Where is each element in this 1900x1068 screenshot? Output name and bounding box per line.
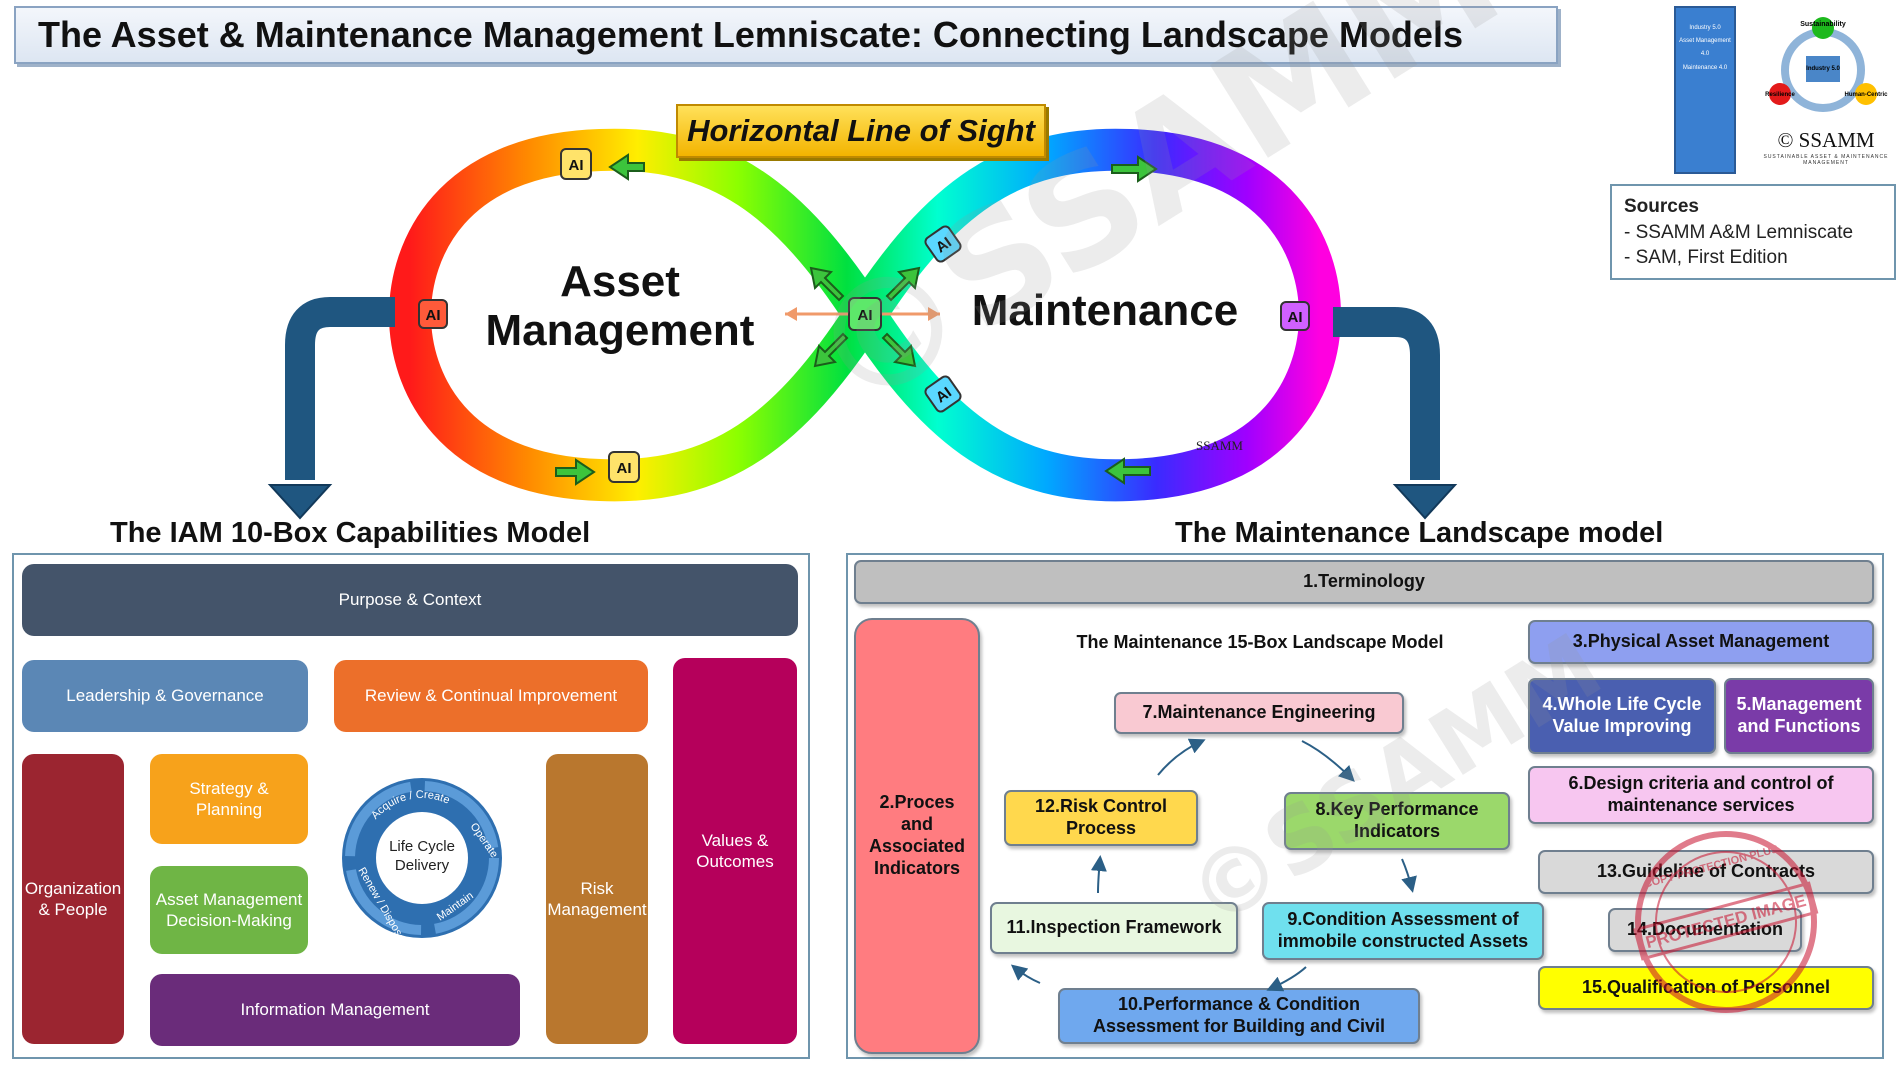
cycle-arrows <box>1010 738 1417 992</box>
lifecycle-ring: Acquire / Create Operate Maintain Renew … <box>342 778 502 944</box>
information-management-box: Information Management <box>150 974 520 1046</box>
box-5-management-functions: 5.Management and Functions <box>1724 678 1874 754</box>
box-4-whole-life-cycle: 4.Whole Life Cycle Value Improving <box>1528 678 1716 754</box>
box-10-performance-condition: 10.Performance & Condition Assessment fo… <box>1058 988 1420 1044</box>
risk-management-box: Risk Management <box>546 754 648 1044</box>
box-9-condition-assessment: 9.Condition Assessment of immobile const… <box>1262 902 1544 960</box>
flow-arrows <box>555 153 1158 486</box>
ai-chip-label: AI <box>1288 309 1303 326</box>
decision-making-box: Asset Management Decision-Making <box>150 866 308 954</box>
left-connector-arrow <box>285 297 395 480</box>
ai-chip-label: AI <box>858 307 873 324</box>
line-of-sight-label: Horizontal Line of Sight <box>676 104 1046 158</box>
ai-chip-icons: AI AI AI AI AI AI AI <box>418 148 1310 483</box>
review-improvement-box: Review & Continual Improvement <box>334 660 648 732</box>
ai-chip-label: AI <box>426 307 441 324</box>
ssamm-logo-tagline: SUSTAINABLE ASSET & MAINTENANCE MANAGEME… <box>1763 154 1889 166</box>
right-connector-arrow <box>1333 307 1440 480</box>
book-cover-image: Industry 5.0 Asset Management 4.0 Mainte… <box>1674 6 1736 174</box>
box-12-risk-control: 12.Risk Control Process <box>1004 790 1198 846</box>
box-11-inspection-framework: 11.Inspection Framework <box>990 902 1238 954</box>
strategy-planning-box: Strategy & Planning <box>150 754 308 844</box>
ai-chip-icon-right: AI <box>1280 301 1310 331</box>
band-logo-text: SSAMM <box>1196 438 1243 453</box>
maintenance-label: Maintenance <box>971 286 1239 335</box>
protected-image-stamp: COPY PROTECTION PLUS PROTECTED IMAGE <box>1633 831 1819 1013</box>
box-3-physical-asset-management: 3.Physical Asset Management <box>1528 620 1874 664</box>
purpose-context-box: Purpose & Context <box>22 564 798 636</box>
box-8-kpi: 8.Key Performance Indicators <box>1284 792 1510 850</box>
lemniscate-diagram: AI AI AI AI AI AI AI SSAMM <box>267 128 1458 520</box>
box-7-maintenance-engineering: 7.Maintenance Engineering <box>1114 692 1404 734</box>
box-2-process-indicators: 2.Proces and Associated Indicators <box>854 618 980 1054</box>
ai-chip-icon-center: AI <box>848 297 882 331</box>
ssamm-cycle-logo: Sustainability Industry 5.0 Resilience H… <box>1765 17 1888 112</box>
box-15-qualification: 15.Qualification of Personnel <box>1538 966 1874 1010</box>
values-outcomes-box: Values & Outcomes <box>673 658 797 1044</box>
ai-chip-icon-upper-right: AI <box>924 225 962 263</box>
maintenance-model-subtitle: The Maintenance 15-Box Landscape Model <box>1076 632 1444 652</box>
ai-chip-label: AI <box>569 157 584 174</box>
svg-text:COPY PROTECTION PLUS: COPY PROTECTION PLUS <box>1643 843 1780 890</box>
asset-management-label: Asset Management <box>485 257 755 356</box>
svg-text:Industry 5.0: Industry 5.0 <box>1806 66 1840 72</box>
maintenance-model-title: The Maintenance Landscape model <box>1175 517 1664 549</box>
sources-heading: Sources <box>1624 196 1699 217</box>
svg-text:Sustainability: Sustainability <box>1800 21 1846 28</box>
sources-box: Sources - SSAMM A&M Lemniscate - SAM, Fi… <box>1610 184 1896 280</box>
box-6-design-criteria: 6.Design criteria and control of mainten… <box>1528 766 1874 824</box>
svg-text:Human-Centric: Human-Centric <box>1844 92 1888 98</box>
ai-chip-label: AI <box>617 460 632 477</box>
lifecycle-center-label: Life Cycle Delivery <box>389 838 455 874</box>
ai-chip-icon-left: AI <box>418 299 448 329</box>
sources-item: - SSAMM A&M Lemniscate <box>1624 221 1854 243</box>
sources-item: - SAM, First Edition <box>1624 247 1788 269</box>
ai-chip-icon-lower-right: AI <box>924 375 962 413</box>
ai-chip-icon-bottom-left: AI <box>608 451 640 483</box>
iam-model-title: The IAM 10-Box Capabilities Model <box>110 517 591 549</box>
organization-people-box: Organization & People <box>22 754 124 1044</box>
page-title: The Asset & Maintenance Management Lemni… <box>14 6 1558 64</box>
ai-chip-icon-top-left: AI <box>560 148 592 180</box>
leadership-governance-box: Leadership & Governance <box>22 660 308 732</box>
ssamm-logo-text: © SSAMM <box>1777 128 1875 152</box>
box-1-terminology: 1.Terminology <box>854 560 1874 604</box>
svg-text:Resilience: Resilience <box>1765 92 1795 98</box>
